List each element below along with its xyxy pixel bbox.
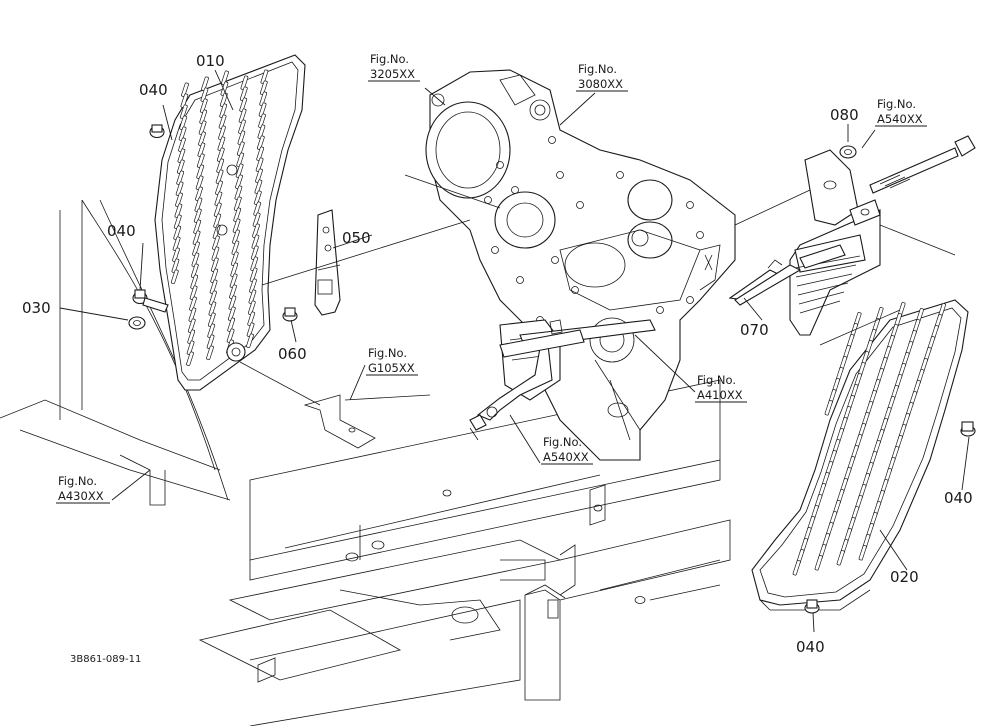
svg-text:Fig.No.: Fig.No. xyxy=(578,62,617,76)
figure-references: Fig.No. 3205XX Fig.No. 3080XX Fig.No. A5… xyxy=(56,52,927,504)
right-plate-slots xyxy=(792,302,946,576)
fig-ref-3080: Fig.No. 3080XX xyxy=(576,62,628,92)
svg-text:G105XX: G105XX xyxy=(368,361,415,375)
fig-ref-G105: Fig.No. G105XX xyxy=(366,346,418,376)
label-040-top: 040 xyxy=(139,81,168,99)
bolt-060 xyxy=(282,307,298,322)
label-020: 020 xyxy=(890,568,919,586)
right-step-plate xyxy=(751,299,969,611)
bracket-070 xyxy=(728,149,881,336)
part-labels: 010 040 040 030 050 060 070 080 040 020 … xyxy=(22,52,973,656)
label-040-right: 040 xyxy=(944,489,973,507)
svg-text:Fig.No.: Fig.No. xyxy=(877,97,916,111)
svg-text:Fig.No.: Fig.No. xyxy=(370,52,409,66)
transmission-housing xyxy=(425,69,736,461)
label-060: 060 xyxy=(278,345,307,363)
long-bolt xyxy=(839,135,976,194)
drawing-code: 3B861-089-11 xyxy=(70,654,141,665)
bolt-040-bottom xyxy=(804,599,820,614)
fig-ref-A540-bottom: Fig.No. A540XX xyxy=(541,435,593,465)
bolt-040-mid xyxy=(132,289,169,313)
svg-text:A430XX: A430XX xyxy=(58,489,104,503)
left-plate-slots xyxy=(170,69,269,366)
label-040-bottom: 040 xyxy=(796,638,825,656)
fasteners xyxy=(128,124,976,614)
label-010: 010 xyxy=(196,52,225,70)
fig-ref-A410: Fig.No. A410XX xyxy=(695,373,747,403)
label-040-mid: 040 xyxy=(107,222,136,240)
bolt-040-top xyxy=(149,124,165,139)
svg-text:Fig.No.: Fig.No. xyxy=(368,346,407,360)
svg-text:A540XX: A540XX xyxy=(877,112,923,126)
svg-text:Fig.No.: Fig.No. xyxy=(697,373,736,387)
fig-ref-3205: Fig.No. 3205XX xyxy=(368,52,420,82)
left-step-plate xyxy=(154,54,306,391)
fig-ref-A540-top: Fig.No. A540XX xyxy=(875,97,927,127)
label-070: 070 xyxy=(740,321,769,339)
nut-030 xyxy=(128,316,146,330)
svg-text:3080XX: 3080XX xyxy=(578,77,623,91)
mounting-plate-050 xyxy=(314,209,341,316)
pedal-shaft xyxy=(469,319,656,441)
svg-text:3205XX: 3205XX xyxy=(370,67,415,81)
svg-text:A540XX: A540XX xyxy=(543,450,589,464)
tractor-frame xyxy=(0,199,731,726)
svg-text:A410XX: A410XX xyxy=(697,388,743,402)
label-030: 030 xyxy=(22,299,51,317)
leader-lines xyxy=(59,69,970,633)
label-050: 050 xyxy=(342,229,371,247)
label-080: 080 xyxy=(830,106,859,124)
bolt-040-right xyxy=(960,421,976,437)
svg-text:Fig.No.: Fig.No. xyxy=(543,435,582,449)
svg-text:Fig.No.: Fig.No. xyxy=(58,474,97,488)
fig-ref-A430: Fig.No. A430XX xyxy=(56,474,110,504)
